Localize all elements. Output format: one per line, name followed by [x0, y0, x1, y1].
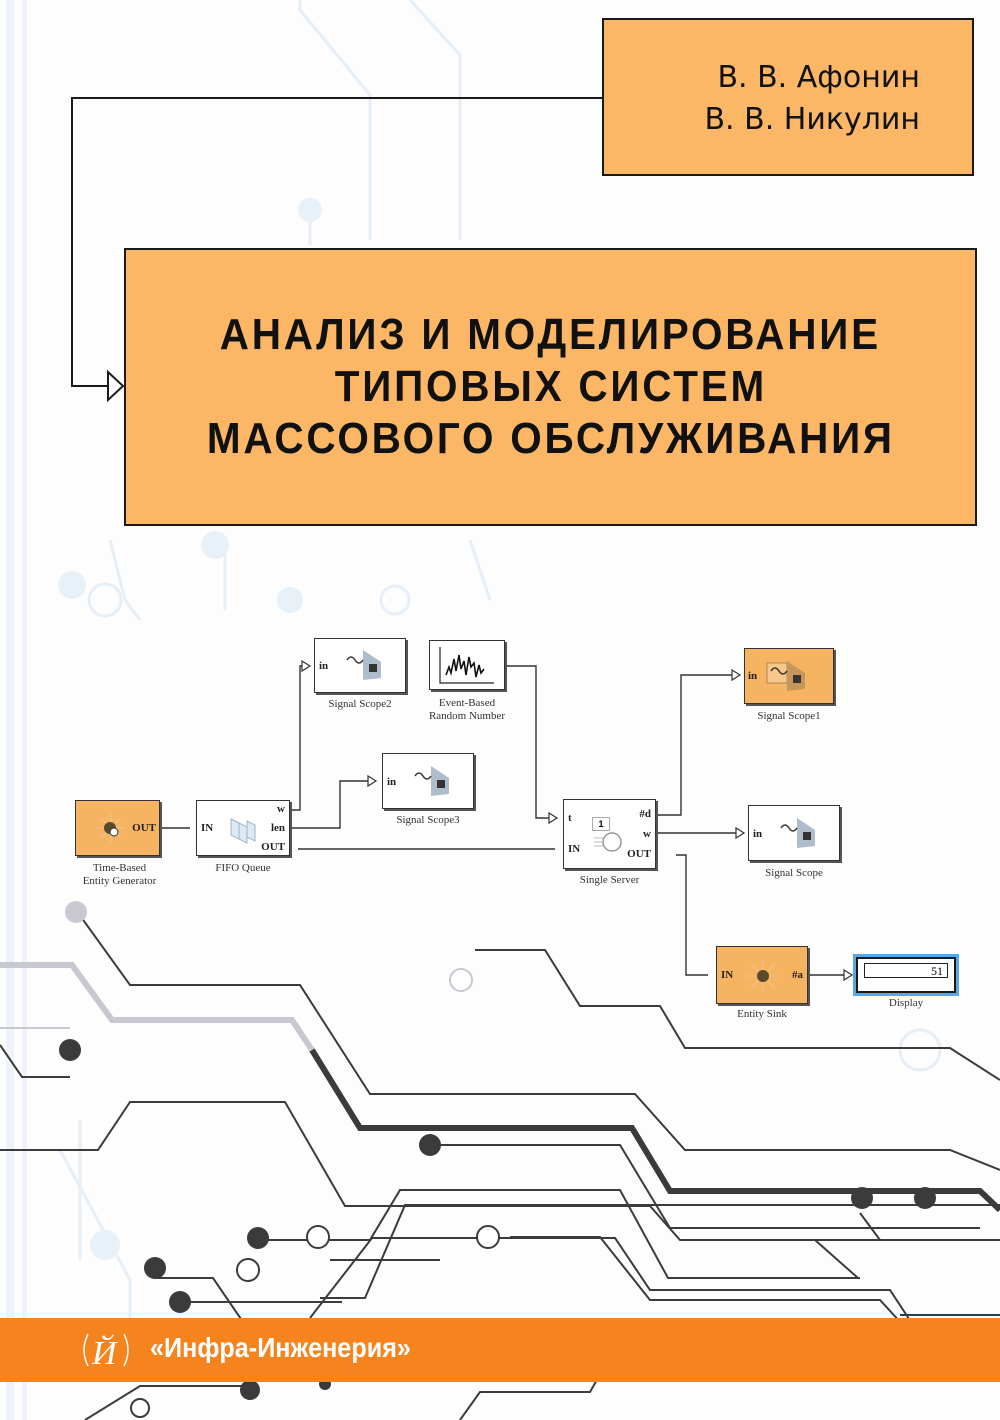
scope-icon [343, 650, 381, 680]
server-capacity: 1 [592, 817, 610, 831]
port-out: OUT [132, 822, 156, 834]
port-in: IN [568, 843, 581, 855]
book-title-line: АНАЛИЗ И МОДЕЛИРОВАНИЕ [219, 310, 882, 359]
block-signal-scope: in [748, 805, 840, 861]
scope-icon [777, 818, 815, 848]
block-entity-sink: IN #a [716, 946, 808, 1004]
connector-line [71, 97, 602, 387]
block-label: Signal Scope3 [396, 814, 460, 826]
generator-icon [97, 814, 125, 842]
port-w: w [277, 803, 285, 815]
random-signal-icon [439, 647, 494, 684]
block-single-server: t IN #d w OUT 1 [563, 799, 656, 869]
port-in: IN [721, 969, 734, 981]
display-value: 51 [864, 963, 948, 978]
block-random-number [429, 640, 505, 690]
port-in: IN [201, 822, 214, 834]
block-label: Signal Scope2 [328, 698, 392, 710]
port-in: in [387, 776, 397, 788]
port-t: t [568, 812, 572, 824]
port-out: OUT [261, 841, 285, 853]
spine-edge [6, 0, 14, 1420]
circuit-nodes-open [130, 968, 500, 1418]
author-name: В. В. Никулин [704, 102, 920, 137]
port-len: len [270, 822, 285, 834]
block-label: FIFO Queue [215, 862, 271, 874]
scope-icon [411, 766, 449, 796]
block-signal-scope2: in [314, 638, 406, 693]
port-in: in [319, 660, 329, 672]
server-icon [594, 832, 622, 852]
block-label: Entity Generator [82, 875, 157, 887]
block-signal-scope3: in [382, 753, 474, 809]
port-in: in [753, 828, 763, 840]
block-signal-scope1: in [744, 648, 834, 704]
block-label: Entity Sink [737, 1008, 787, 1020]
diagram-signal-lines [160, 665, 850, 976]
block-display: 51 [853, 954, 959, 996]
port-a: #a [792, 969, 803, 981]
faint-circuit-traces [58, 0, 492, 1320]
circuit-nodes-filled [59, 1039, 936, 1400]
title-box: АНАЛИЗ И МОДЕЛИРОВАНИЕ ТИПОВЫХ СИСТЕМ МА… [124, 248, 977, 526]
port-out: OUT [627, 848, 651, 860]
port-d: #d [639, 808, 651, 820]
block-label: Single Server [579, 874, 640, 886]
svg-text:Й: Й [91, 1334, 119, 1372]
authors-box: В. В. Афонин В. В. Никулин [602, 18, 974, 176]
block-label: Signal Scope1 [757, 710, 821, 722]
diagram-arrowheads [301, 659, 854, 982]
block-entity-generator: OUT [75, 800, 160, 856]
sink-icon [747, 960, 779, 992]
block-label: Time-Based [92, 862, 147, 874]
publisher-name: «Инфра-Инженерия» [150, 1332, 411, 1363]
circuit-traces [0, 909, 1000, 1420]
port-in: in [748, 670, 758, 682]
ii-monogram-icon: Й [83, 1333, 129, 1372]
queue-icon [230, 818, 256, 844]
block-label: Display [888, 997, 924, 1009]
block-fifo-queue: IN w len OUT [196, 800, 290, 856]
connector-arrow-icon [107, 369, 125, 403]
port-w: w [643, 828, 651, 840]
book-title-line: МАССОВОГО ОБСЛУЖИВАНИЯ [206, 414, 895, 463]
block-label: Random Number [428, 710, 506, 722]
publisher-band: Й «Инфра-Инженерия» [0, 1318, 1000, 1382]
book-title-line: ТИПОВЫХ СИСТЕМ [334, 362, 767, 411]
block-label: Signal Scope [765, 867, 823, 879]
block-label: Event-Based [438, 697, 496, 709]
spine-edge [22, 0, 27, 1420]
scope-icon [766, 661, 805, 691]
circuit-node-light [65, 901, 87, 923]
author-name: В. В. Афонин [717, 60, 920, 95]
faint-circuit-nodes [58, 198, 322, 1260]
